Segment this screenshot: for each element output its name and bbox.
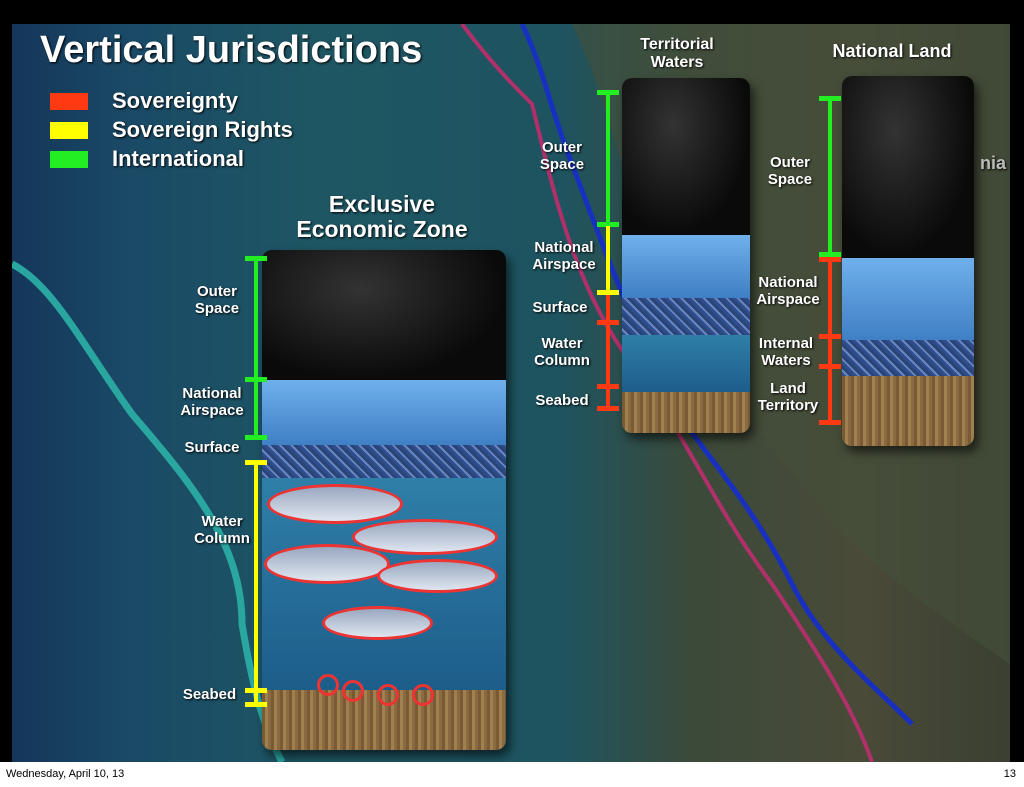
territorial-label-surface: Surface xyxy=(532,299,588,316)
bar-cap xyxy=(819,252,841,257)
bar-cap xyxy=(245,377,267,382)
outer-space-layer xyxy=(842,76,974,258)
land-sovereignty-bar xyxy=(828,258,832,424)
bar-cap xyxy=(819,334,841,339)
legend-label: Sovereignty xyxy=(112,88,238,113)
eez-label-water: Water Column xyxy=(194,513,250,547)
territorial-label-outer-space: Outer Space xyxy=(539,139,585,173)
surface-layer xyxy=(622,298,750,335)
seabed-resource-icon xyxy=(412,684,434,706)
seabed-layer xyxy=(622,392,750,433)
airspace-layer xyxy=(622,235,750,298)
bar-cap xyxy=(245,435,267,440)
land-heading: National Land xyxy=(832,41,952,61)
eez-label-outer-space: Outer Space xyxy=(194,283,240,317)
territorial-label-water: Water Column xyxy=(534,335,590,369)
slide: Vertical Jurisdictions Sovereignty Sover… xyxy=(12,24,1010,762)
bar-cap xyxy=(245,702,267,707)
bar-cap xyxy=(819,257,841,262)
territorial-international-bar xyxy=(606,92,610,224)
eez-label-seabed: Seabed xyxy=(182,686,237,703)
land-international-bar xyxy=(828,98,832,256)
bar-cap xyxy=(245,460,267,465)
legend-swatch-yellow xyxy=(50,121,88,139)
slide-title: Vertical Jurisdictions xyxy=(40,29,423,71)
territorial-heading: Territorial Waters xyxy=(640,36,714,71)
fish-icon xyxy=(264,544,390,584)
legend-sovereign-rights: Sovereign Rights xyxy=(50,117,293,143)
eez-label-airspace: National Airspace xyxy=(180,385,244,419)
airspace-layer xyxy=(842,258,974,340)
bar-cap xyxy=(819,420,841,425)
surface-layer xyxy=(262,445,506,478)
bar-cap xyxy=(245,256,267,261)
land-label-airspace: National Airspace xyxy=(756,274,820,308)
eez-sovereign-rights-bar xyxy=(254,462,258,706)
footer: Wednesday, April 10, 13 13 xyxy=(0,762,1024,787)
footer-date: Wednesday, April 10, 13 xyxy=(6,768,125,780)
land-label-outer-space: Outer Space xyxy=(767,154,813,188)
footer-page-number: 13 xyxy=(1003,768,1016,780)
territorial-column xyxy=(622,78,750,433)
legend-swatch-red xyxy=(50,92,88,110)
bar-cap xyxy=(245,688,267,693)
land-layer xyxy=(842,376,974,446)
airspace-layer xyxy=(262,380,506,445)
legend-international: International xyxy=(50,146,244,172)
fish-icon xyxy=(267,484,403,524)
fish-icon xyxy=(352,519,498,555)
legend-swatch-green xyxy=(50,150,88,168)
seabed-resource-icon xyxy=(377,684,399,706)
territorial-sovereignty-bar xyxy=(606,295,610,410)
bar-cap xyxy=(819,364,841,369)
territorial-label-airspace: National Airspace xyxy=(532,239,596,273)
bar-cap xyxy=(597,406,619,411)
bar-cap xyxy=(597,290,619,295)
outer-space-layer xyxy=(262,250,506,380)
land-column xyxy=(842,76,974,446)
bar-cap xyxy=(597,90,619,95)
water-layer xyxy=(622,335,750,392)
bar-cap xyxy=(597,320,619,325)
bar-cap xyxy=(597,384,619,389)
eez-label-surface: Surface xyxy=(184,439,240,456)
internal-waters-layer xyxy=(842,340,974,376)
territorial-sovereign-rights-bar xyxy=(606,226,610,294)
seabed-resource-icon xyxy=(342,680,364,702)
bar-cap xyxy=(597,222,619,227)
eez-heading: Exclusive Economic Zone xyxy=(296,191,468,243)
legend-label: International xyxy=(112,146,245,171)
fish-icon xyxy=(377,559,498,593)
bar-cap xyxy=(819,96,841,101)
fish-icon xyxy=(322,606,433,640)
map-label: nia xyxy=(980,153,1007,173)
seabed-resource-icon xyxy=(317,674,339,696)
land-label-internal-waters: Internal Waters xyxy=(758,335,814,369)
outer-space-layer xyxy=(622,78,750,235)
land-label-land-territory: Land Territory xyxy=(757,380,819,414)
legend-sovereignty: Sovereignty xyxy=(50,88,238,114)
legend-label: Sovereign Rights xyxy=(112,117,293,142)
eez-international-bar xyxy=(254,258,258,438)
territorial-label-seabed: Seabed xyxy=(535,392,589,409)
